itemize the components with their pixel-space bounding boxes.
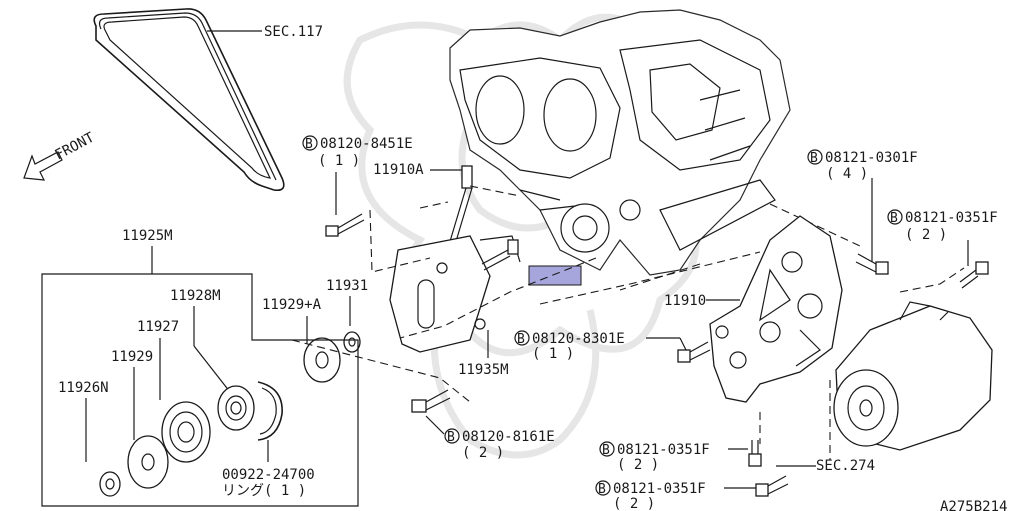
label-11910A: 11910A <box>373 162 424 178</box>
sec117-label: SEC.117 <box>264 24 323 40</box>
bolt-8451-qty: ( 1 ) <box>318 153 360 169</box>
bolt-0351c-code: 08121-0351F <box>613 481 706 497</box>
bolt-symbol-0351a: B <box>890 211 898 226</box>
bolt-0351b-icon <box>748 440 762 467</box>
plate-11929 <box>127 435 169 489</box>
pulley-11929A <box>303 337 341 383</box>
bolt-8161-qty: ( 2 ) <box>462 445 504 461</box>
bolt-symbol-8451: B <box>305 137 313 152</box>
snap-ring <box>257 381 283 441</box>
bolt-symbol-8161: B <box>447 430 455 445</box>
label-11931: 11931 <box>326 278 368 294</box>
assembly-group-box <box>41 273 359 507</box>
compressor-bracket-11910 <box>709 215 843 403</box>
bolt-symbol-0351c: B <box>598 482 606 497</box>
bolt-0301-icon <box>855 253 889 275</box>
bolt-0351b-qty: ( 2 ) <box>617 457 659 473</box>
bolt-8451-icon <box>325 213 365 237</box>
bolt-0351c-icon <box>755 475 789 497</box>
adjusting-bolt-11910A <box>447 165 473 249</box>
front-arrow-icon <box>23 151 63 181</box>
bolt-0351a-code: 08121-0351F <box>905 210 998 226</box>
ac-compressor <box>833 301 993 451</box>
bearing-11928M <box>217 385 255 431</box>
label-11928M: 11928M <box>170 288 221 304</box>
bolt-8161-code: 08120-8161E <box>462 429 555 445</box>
highlight-box <box>528 265 582 286</box>
label-11929: 11929 <box>111 349 153 365</box>
nut-11926N <box>99 471 121 497</box>
bracket-bolt <box>481 239 519 271</box>
bolt-8301-code: 08120-8301E <box>532 331 625 347</box>
pulley-11927 <box>161 401 211 463</box>
bolt-0351a-icon <box>959 261 989 289</box>
bolt-symbol-0351b: B <box>602 443 610 458</box>
label-ring-jp: リング( 1 ) <box>222 483 306 499</box>
drive-belt <box>93 8 285 192</box>
bolt-8451-code: 08120-8451E <box>320 136 413 152</box>
bolt-0351a-qty: ( 2 ) <box>905 227 947 243</box>
engine-block <box>449 9 791 276</box>
bolt-8161-icon <box>411 389 451 413</box>
bolt-symbol-8301: B <box>517 332 525 347</box>
label-sec274: SEC.274 <box>816 458 875 474</box>
front-label: FRONT <box>52 129 97 163</box>
bolt-0351c-qty: ( 2 ) <box>613 496 655 511</box>
bolt-0301-code: 08121-0301F <box>825 150 918 166</box>
label-11910: 11910 <box>664 293 706 309</box>
bolt-symbol-0301: B <box>810 151 818 166</box>
label-11927: 11927 <box>137 319 179 335</box>
label-11935M: 11935M <box>458 362 509 378</box>
label-11926N: 11926N <box>58 380 109 396</box>
label-00922: 00922-24700 <box>222 467 315 483</box>
bolt-0351b-code: 08121-0351F <box>617 442 710 458</box>
label-11925M: 11925M <box>122 228 173 244</box>
label-11929A: 11929+A <box>262 297 322 313</box>
bolt-8301-qty: ( 1 ) <box>532 346 574 362</box>
idler-bracket <box>389 235 521 353</box>
diagram-id: A275B214 <box>940 499 1007 511</box>
spacer-11931 <box>343 331 361 353</box>
bolt-0301-qty: ( 4 ) <box>826 166 868 182</box>
bolt-8301-icon <box>677 341 711 363</box>
